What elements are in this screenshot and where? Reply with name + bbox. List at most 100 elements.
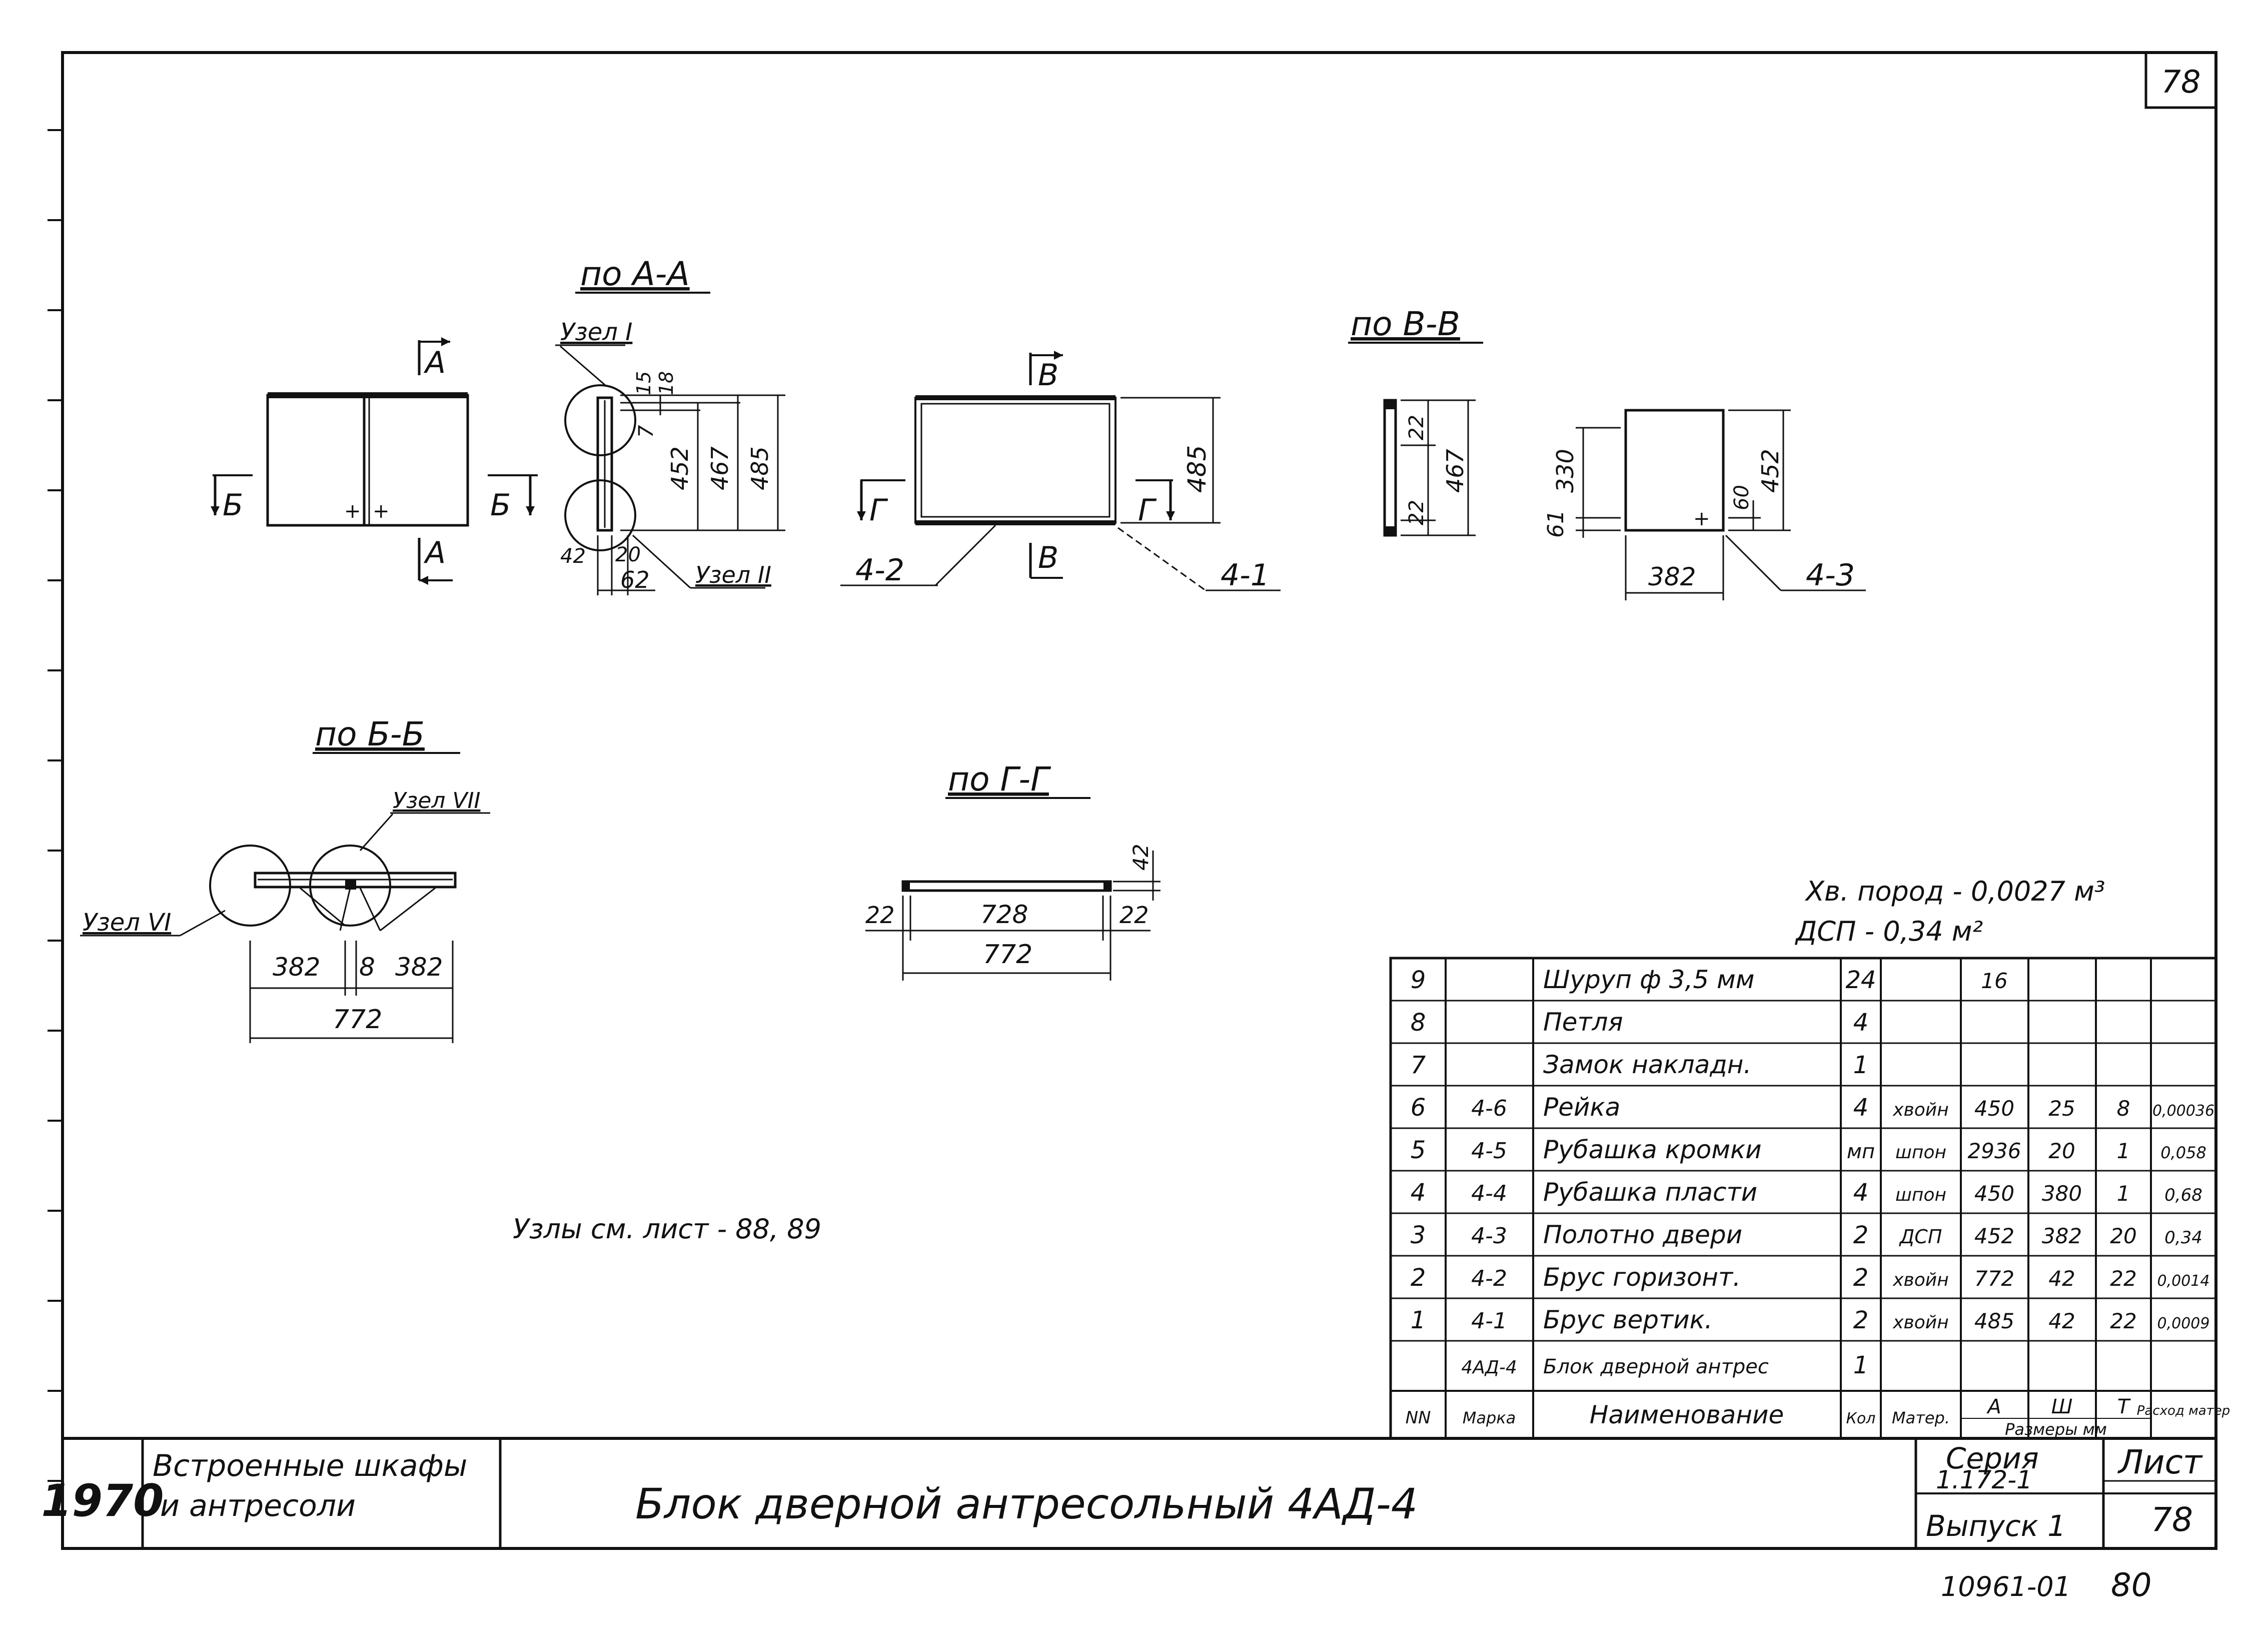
elevation-view: + + А А Б Б <box>211 337 538 585</box>
dim-panel-60: 60 <box>1730 485 1753 510</box>
binding-ticks <box>48 129 63 1482</box>
dim-gg-42: 42 <box>1128 844 1153 871</box>
spec-row-8-name: Брус горизонт. <box>1543 1263 1741 1292</box>
section-bb-title: по Б-Б <box>315 715 425 753</box>
spec-header-name: Наименование <box>1590 1400 1784 1429</box>
dim-aa-42: 42 <box>560 545 586 568</box>
spec-row-5-mark: 4-5 <box>1471 1138 1507 1164</box>
spec-row-7-name: Полотно двери <box>1543 1220 1742 1249</box>
title-year: 1970 <box>42 1475 164 1526</box>
section-vv-title: по В-В <box>1351 305 1460 343</box>
dim-bb-772: 772 <box>333 1005 382 1035</box>
spec-row-7-mark: 4-3 <box>1471 1223 1507 1249</box>
dim-bb-382-right: 382 <box>395 953 443 982</box>
dim-aa-467: 467 <box>706 446 733 490</box>
label-4-1: 4-1 <box>1221 558 1270 593</box>
spec-row-5-mat: шпон <box>1895 1142 1946 1163</box>
dim-gg-728: 728 <box>980 900 1028 929</box>
spec-row-5-t: 1 <box>2117 1139 2130 1163</box>
spec-row-4-n: 6 <box>1411 1094 1426 1122</box>
spec-row-9-a: 485 <box>1974 1309 2014 1333</box>
spec-row-8-cons: 0,0014 <box>2157 1272 2210 1290</box>
arrow-label-a-top: А <box>423 345 446 380</box>
node-1-label: Узел I <box>560 318 632 346</box>
spec-row-5-cons: 0,058 <box>2160 1143 2206 1162</box>
spec-row-8-mat: хвойн <box>1892 1270 1948 1290</box>
spec-row-10-qty: 1 <box>1853 1351 1869 1379</box>
section-vv: по В-В 22 467 22 <box>1348 305 1483 537</box>
series-value: 1.172-1 <box>1936 1465 2032 1494</box>
spec-header-mark: Марка <box>1463 1408 1516 1427</box>
arrow-label-v-bottom: В <box>1038 540 1058 575</box>
spec-row-1-qty: 24 <box>1845 966 1876 994</box>
spec-row-7-w: 382 <box>2042 1224 2082 1248</box>
dim-vv-22-bottom: 22 <box>1405 500 1428 525</box>
spec-row-5-a: 2936 <box>1968 1139 2021 1163</box>
materials-softwood: Хв. пород - 0,0027 м³ <box>1804 876 2105 907</box>
sheet-frame <box>61 51 2217 1550</box>
spec-row-6-mat: шпон <box>1895 1185 1946 1205</box>
spec-row-4-cons: 0,00036 <box>2152 1102 2214 1120</box>
section-gg-title: по Г-Г <box>948 760 1051 798</box>
spec-row-9-qty: 2 <box>1853 1306 1869 1334</box>
node-2-label: Узел II <box>695 561 771 588</box>
svg-text:+: + <box>344 500 361 523</box>
spec-row-7-mat: ДСП <box>1899 1226 1942 1248</box>
spec-row-4-t: 8 <box>2117 1096 2130 1121</box>
spec-row-9-w: 42 <box>2048 1309 2075 1333</box>
spec-row-4-mark: 4-6 <box>1471 1096 1507 1121</box>
arrow-label-a-bottom: А <box>423 535 446 570</box>
spec-row-6-mark: 4-4 <box>1471 1181 1507 1206</box>
arrow-label-v-top: В <box>1038 358 1058 393</box>
dim-panel-382: 382 <box>1648 562 1696 591</box>
node-6-label: Узел VI <box>83 909 171 937</box>
spec-row-2-qty: 4 <box>1853 1009 1869 1037</box>
title-block <box>63 1437 2216 1548</box>
spec-row-4-qty: 4 <box>1853 1094 1869 1122</box>
label-4-2: 4-2 <box>855 553 904 588</box>
spec-row-1-name: Шуруп ф 3,5 мм <box>1543 965 1754 994</box>
spec-row-7-n: 3 <box>1411 1221 1426 1249</box>
spec-row-5-name: Рубашка кромки <box>1543 1135 1762 1164</box>
spec-row-2-name: Петля <box>1543 1008 1623 1037</box>
node-7-label: Узел VII <box>393 788 480 813</box>
spec-row-4-a: 450 <box>1974 1096 2014 1121</box>
arrow-label-b-right: Б <box>490 488 511 523</box>
spec-row-8-n: 2 <box>1411 1264 1426 1292</box>
nodes-reference-note: Узлы см. лист - 88, 89 <box>513 1213 821 1245</box>
spec-row-8-mark: 4-2 <box>1471 1266 1507 1291</box>
spec-row-6-a: 450 <box>1974 1181 2014 1206</box>
door-panel-view: + 61 330 60 452 382 4-3 <box>1543 409 1866 600</box>
spec-row-9-mark: 4-1 <box>1471 1308 1507 1334</box>
dim-aa-485: 485 <box>746 446 773 490</box>
spec-row-2-n: 8 <box>1411 1009 1426 1037</box>
spec-row-10-mark: 4АД-4 <box>1461 1357 1517 1378</box>
spec-header-dims-group: Размеры мм <box>2005 1420 2107 1439</box>
drawing-title: Блок дверной антресольный 4АД-4 <box>635 1479 1418 1528</box>
spec-row-9-cons: 0,0009 <box>2157 1315 2210 1332</box>
spec-row-3-n: 7 <box>1411 1051 1426 1079</box>
spec-table <box>1389 957 2217 1440</box>
spec-row-9-n: 1 <box>1411 1306 1426 1334</box>
spec-row-6-t: 1 <box>2117 1181 2130 1206</box>
page-code: 80 <box>2111 1567 2151 1604</box>
spec-row-8-a: 772 <box>1974 1266 2014 1291</box>
spec-row-5-w: 20 <box>2048 1139 2075 1163</box>
section-aa: по А-А Узел I 15 18 7 452 467 485 42 20 … <box>555 255 785 595</box>
dim-aa-62: 62 <box>620 566 650 593</box>
spec-row-6-w: 380 <box>2042 1181 2082 1206</box>
spec-header-cons: Расход матер <box>2137 1403 2230 1418</box>
spec-row-7-t: 20 <box>2110 1224 2136 1248</box>
spec-header-t: Т <box>2117 1395 2131 1418</box>
spec-row-6-cons: 0,68 <box>2164 1185 2202 1205</box>
sheet-number-box <box>2144 51 2217 109</box>
dim-aa-15: 15 <box>633 371 655 395</box>
dim-gg-772: 772 <box>983 940 1032 970</box>
sheet-number-top: 78 <box>2161 64 2201 100</box>
dim-gg-22-left: 22 <box>865 902 895 929</box>
doc-code: 10961-01 <box>1941 1571 2071 1602</box>
spec-row-7-qty: 2 <box>1853 1221 1869 1249</box>
spec-row-6-n: 4 <box>1411 1179 1426 1207</box>
spec-row-3-qty: 1 <box>1853 1051 1869 1079</box>
